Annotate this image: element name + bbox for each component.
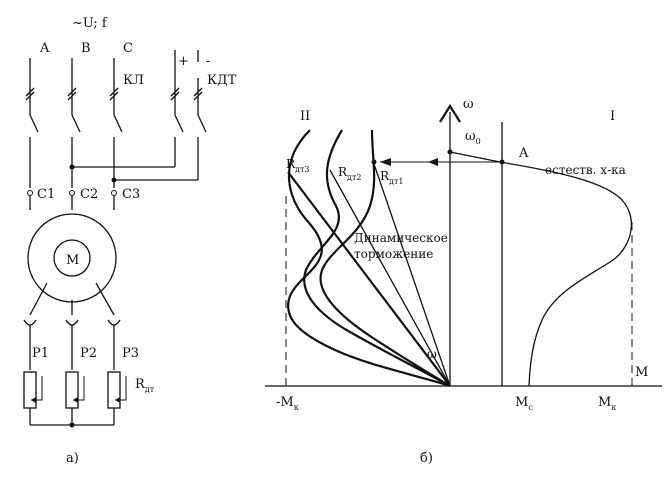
rdt1-label: Rдт1 bbox=[380, 169, 404, 186]
natural-characteristic-label: естеств. х-ка bbox=[545, 163, 626, 177]
caption-b: б) bbox=[420, 451, 433, 466]
phase-c-line bbox=[109, 58, 123, 188]
braking-line-rdt2 bbox=[329, 169, 451, 387]
phase-c-label: C bbox=[123, 41, 133, 56]
supply-label: ~U; f bbox=[72, 16, 108, 31]
phase-b-line bbox=[67, 58, 81, 188]
dc-minus-line bbox=[114, 50, 207, 181]
neg-mk-label: -Mк bbox=[276, 395, 299, 412]
phase-a-label: A bbox=[39, 41, 50, 56]
rdt1-point bbox=[371, 159, 377, 165]
dynamic-braking-label-2: торможение bbox=[354, 247, 433, 261]
resistor-p2-label: P2 bbox=[80, 346, 97, 361]
caption-a: а) bbox=[66, 451, 79, 466]
junction-dot bbox=[69, 164, 75, 170]
omega-small-label: ω bbox=[427, 347, 437, 361]
junction-dot bbox=[111, 177, 117, 183]
resistor-p3-label: P3 bbox=[122, 346, 139, 361]
phase-b-label: B bbox=[81, 41, 91, 56]
contact-c1-label: C1 bbox=[37, 187, 55, 202]
region-i-label: I bbox=[610, 109, 615, 124]
stator-terminals bbox=[27, 190, 117, 210]
contact-c2-label: C2 bbox=[80, 187, 98, 202]
region-ii-label: II bbox=[300, 109, 310, 124]
arrow-head bbox=[380, 158, 391, 166]
braking-line-rdt1 bbox=[373, 163, 451, 387]
kdt-label: КДТ bbox=[207, 73, 237, 88]
dynamic-braking-label-1: Динамическое bbox=[354, 231, 448, 245]
rotor-leads bbox=[23, 282, 121, 370]
resistor-p1-label: P1 bbox=[32, 346, 49, 361]
plus-label: + bbox=[178, 54, 189, 69]
rheostat-p2 bbox=[65, 371, 85, 425]
circuit-diagram: ~U; f A B C КЛ + - КДТ bbox=[23, 16, 237, 466]
characteristics-graph: ω ω0 II I естеств. х-ка A Rдт3 Rдт2 Rдт1… bbox=[265, 97, 662, 466]
mk-label: Mк bbox=[598, 395, 616, 412]
mc-label: Mс bbox=[515, 395, 533, 412]
dc-plus-line bbox=[72, 50, 184, 168]
rheostat-p1 bbox=[23, 371, 43, 425]
contact-c3-label: C3 bbox=[122, 187, 140, 202]
speed-axis-arrow bbox=[439, 103, 461, 123]
rheostat-p3 bbox=[107, 371, 127, 425]
rdt2-label: Rдт2 bbox=[338, 165, 362, 182]
braking-curve-rdt2 bbox=[303, 129, 451, 387]
braking-curve-rdt3 bbox=[287, 129, 451, 388]
omega0-point bbox=[447, 149, 453, 155]
natural-characteristic bbox=[449, 151, 632, 387]
rdt-label: Rдт bbox=[135, 377, 155, 394]
rdt3-label: Rдт3 bbox=[286, 157, 310, 174]
omega0-label: ω0 bbox=[465, 129, 481, 146]
point-a-label: A bbox=[518, 146, 529, 161]
junction-dot bbox=[69, 422, 75, 428]
minus-label: - bbox=[206, 54, 210, 69]
m-axis-label: M bbox=[635, 365, 648, 380]
kl-label: КЛ bbox=[123, 73, 144, 88]
phase-a-line bbox=[25, 58, 39, 188]
omega-axis-label: ω bbox=[463, 97, 474, 112]
braking-line-rdt3 bbox=[287, 171, 451, 387]
arrow-head bbox=[428, 158, 438, 166]
motor-label: M bbox=[66, 253, 79, 268]
braking-curve-rdt1 bbox=[319, 129, 451, 387]
